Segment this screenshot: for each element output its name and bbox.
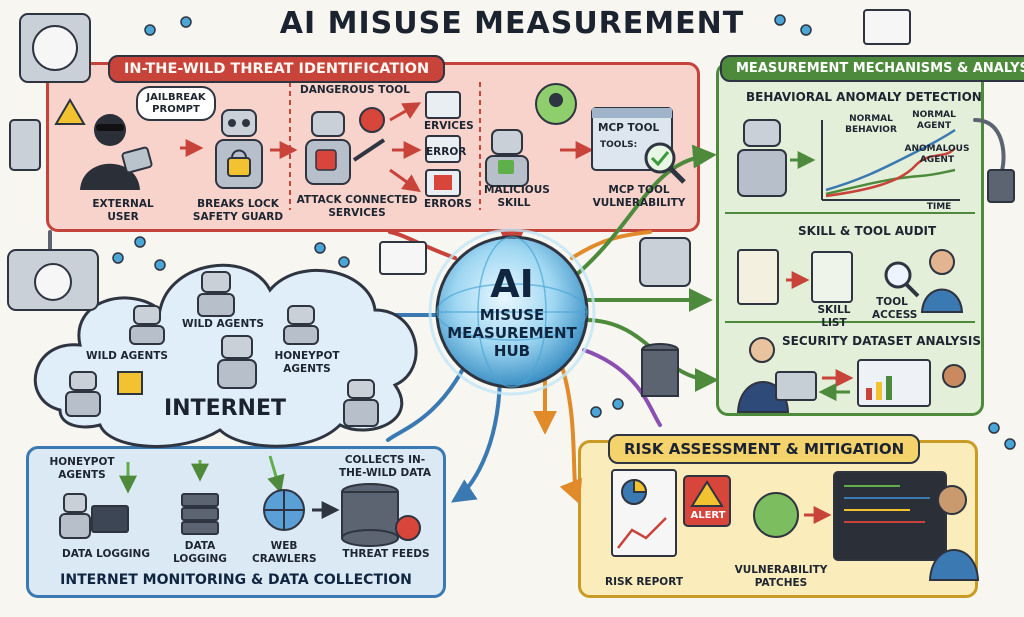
collects-data-label: COLLECTS IN-THE-WILD DATA — [338, 454, 432, 479]
attack-services-label: ATTACK CONNECTED SERVICES — [296, 194, 418, 219]
jailbreak-prompt-bubble: JAILBREAK PROMPT — [136, 86, 216, 121]
service-label: ERVICES — [424, 120, 474, 132]
network-nodes — [112, 14, 1016, 450]
tools-label: TOOLS: — [600, 140, 638, 150]
measurement-illustrations — [725, 119, 975, 413]
measure-banner: MEASUREMENT MECHANISMS & ANALYSIS — [720, 55, 1024, 82]
vulnerability-patches-label: VULNERABILITY PATCHES — [734, 564, 828, 589]
hub-ai-label: AI — [490, 262, 534, 306]
web-crawlers-label: WEB CRAWLERS — [252, 540, 317, 565]
normal-behavior-label: NORMAL BEHAVIOR — [845, 114, 897, 135]
honeypot-agents-label: HONEYPOT AGENTS — [49, 456, 115, 481]
hub-line1: MISUSE — [479, 306, 545, 324]
alert-label: ALERT — [690, 510, 726, 521]
errors-label: ERRORS — [424, 198, 472, 210]
mcp-tool-label: MCP TOOL — [598, 122, 660, 134]
error-label: ERROR — [426, 146, 467, 158]
security-dataset-heading: SECURITY DATASET ANALYSIS — [782, 334, 982, 348]
internet-label: INTERNET — [163, 396, 287, 421]
page-title: AI MISUSE MEASUREMENT — [279, 6, 745, 41]
hub-globe — [428, 228, 596, 396]
hub-line3: HUB — [493, 342, 531, 360]
anomalous-agent-label: ANOMALOUS AGENT — [904, 144, 970, 165]
mcp-vulnerability-label: MCP TOOL VULNERABILITY — [592, 184, 686, 209]
cloud-robots — [65, 271, 379, 427]
data-logging-label-1: DATA LOGGING — [62, 548, 150, 560]
threat-feeds-label: THREAT FEEDS — [342, 548, 430, 560]
threat-illustrations — [54, 82, 686, 210]
decorative-gauges — [7, 9, 1015, 397]
malicious-skill-label: MALICIOUS SKILL — [484, 184, 550, 209]
threat-banner: IN-THE-WILD THREAT IDENTIFICATION — [108, 55, 446, 83]
time-axis-label: TIME — [926, 202, 952, 212]
breaks-lock-label: BREAKS LOCK SAFETY GUARD — [192, 198, 284, 223]
risk-banner: RISK ASSESSMENT & MITIGATION — [608, 434, 921, 464]
honeypot-agents-cloud-label: HONEYPOT AGENTS — [274, 350, 340, 375]
monitoring-illustrations — [59, 455, 421, 547]
risk-illustrations — [611, 469, 980, 581]
behavioral-anomaly-heading: BEHAVIORAL ANOMALY DETECTION — [746, 90, 982, 104]
external-user-label: EXTERNAL USER — [92, 198, 154, 223]
wild-agents-label-2: WILD AGENTS — [86, 350, 168, 362]
dangerous-tool-label: DANGEROUS TOOL — [300, 84, 410, 96]
tool-access-label: TOOL ACCESS — [872, 296, 918, 321]
monitoring-footer: INTERNET MONITORING & DATA COLLECTION — [60, 572, 412, 588]
normal-agent-label: NORMAL AGENT — [912, 110, 956, 131]
data-logging-label-2: DATA LOGGING — [173, 540, 227, 565]
hub-line2: MEASUREMENT — [447, 324, 577, 342]
wild-agents-label-1: WILD AGENTS — [182, 318, 264, 330]
skill-list-label: SKILL LIST — [817, 304, 851, 329]
skill-tool-audit-heading: SKILL & TOOL AUDIT — [798, 224, 937, 238]
risk-report-label: RISK REPORT — [604, 576, 683, 588]
